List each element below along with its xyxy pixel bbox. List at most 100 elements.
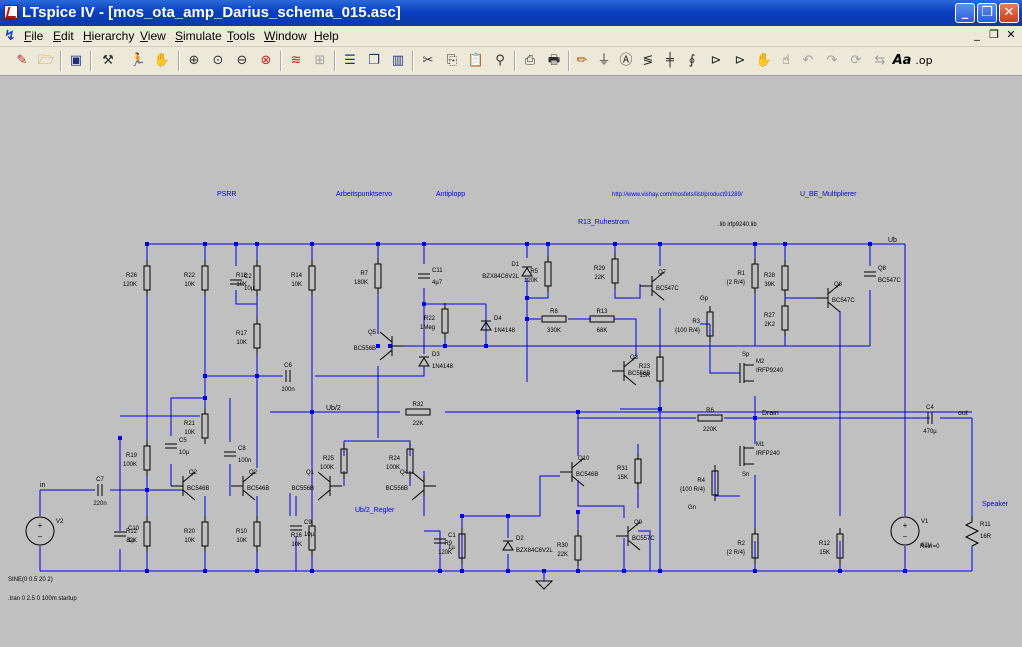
r22[interactable] bbox=[201, 265, 209, 291]
move-icon[interactable]: ✋ bbox=[755, 53, 773, 68]
document-system-icon[interactable]: ↯ bbox=[4, 28, 16, 44]
diode-icon[interactable]: ⊳ bbox=[710, 53, 722, 68]
d1[interactable] bbox=[521, 267, 533, 277]
minimize-button[interactable]: _ bbox=[955, 3, 975, 23]
r26[interactable] bbox=[143, 265, 151, 291]
r22-1meg[interactable] bbox=[441, 308, 449, 334]
c5-value: 10µ bbox=[179, 450, 190, 456]
r20[interactable] bbox=[201, 521, 209, 547]
ground-symbol[interactable] bbox=[534, 580, 554, 590]
r19[interactable] bbox=[143, 445, 151, 471]
r12-ref: R12 bbox=[126, 529, 138, 535]
tile-vertical-icon[interactable]: ▥ bbox=[391, 53, 405, 68]
autorange-icon[interactable]: ≋ bbox=[290, 53, 302, 68]
component-icon[interactable]: ⊳ bbox=[734, 53, 746, 68]
zoom-out-fit-icon[interactable]: ⊙ bbox=[212, 53, 224, 68]
cut-icon[interactable]: ✂ bbox=[422, 53, 434, 68]
print-setup-icon[interactable]: ⎙ bbox=[524, 53, 536, 68]
d3[interactable] bbox=[418, 357, 430, 367]
ltspice-app-icon[interactable] bbox=[4, 5, 18, 19]
r30[interactable] bbox=[574, 535, 582, 561]
ground-icon[interactable]: ⏚ bbox=[597, 53, 611, 68]
r5[interactable] bbox=[544, 261, 552, 287]
menu-file[interactable]: File bbox=[24, 29, 44, 43]
menu-help[interactable]: Help bbox=[314, 29, 339, 43]
r29[interactable] bbox=[611, 258, 619, 284]
resistor-icon[interactable]: ≶ bbox=[642, 53, 654, 68]
mirror-icon[interactable]: ⇆ bbox=[874, 53, 886, 68]
copy-icon[interactable]: ⎘ bbox=[446, 53, 458, 68]
print-icon[interactable]: 🖶 bbox=[547, 53, 561, 68]
fit-icon[interactable]: ⊞ bbox=[314, 53, 326, 68]
r27[interactable] bbox=[781, 305, 789, 331]
undo-icon[interactable]: ↶ bbox=[802, 53, 814, 68]
d2[interactable] bbox=[502, 541, 514, 551]
c6-ref: C6 bbox=[284, 363, 292, 369]
r23-ref: R23 bbox=[639, 364, 651, 370]
menu-simulate[interactable]: Simulate bbox=[175, 29, 222, 43]
text-icon[interactable]: Aa bbox=[892, 53, 912, 68]
r20-ref: R20 bbox=[184, 529, 196, 535]
r12[interactable] bbox=[143, 521, 151, 547]
mdi-minimize-button[interactable]: _ bbox=[974, 28, 980, 41]
open-icon[interactable]: 🗁 bbox=[37, 53, 55, 68]
title-bar[interactable]: LTspice IV - [mos_ota_amp_Darius_schema_… bbox=[0, 0, 1022, 26]
r7[interactable] bbox=[374, 263, 382, 289]
menu-window[interactable]: Window bbox=[264, 29, 307, 43]
mdi-restore-button[interactable]: ❐ bbox=[989, 28, 999, 41]
r11[interactable] bbox=[964, 516, 980, 547]
capacitor-icon[interactable]: ╪ bbox=[666, 53, 674, 68]
zoom-in-icon[interactable]: ⊕ bbox=[188, 53, 200, 68]
r27-value: 2K2 bbox=[764, 322, 775, 328]
v1[interactable] bbox=[890, 516, 920, 546]
control-panel-icon[interactable]: ⚒ bbox=[102, 53, 114, 68]
tile-horizontal-icon[interactable]: ☰ bbox=[344, 53, 356, 68]
schematic-drawing[interactable]: R26120KR2210KR1810KR1710KR1410KR7180KR22… bbox=[0, 76, 1022, 642]
r18[interactable] bbox=[253, 265, 261, 291]
r16[interactable] bbox=[308, 525, 316, 551]
r13[interactable] bbox=[589, 315, 615, 323]
menu-bar: ↯ File Edit Hierarchy View Simulate Tool… bbox=[0, 26, 1022, 47]
wire-icon[interactable]: ✏ bbox=[576, 53, 588, 68]
r6[interactable] bbox=[697, 414, 723, 422]
maximize-button[interactable]: ❐ bbox=[977, 3, 997, 23]
r21[interactable] bbox=[201, 413, 209, 439]
r1[interactable] bbox=[751, 263, 759, 289]
mdi-close-button[interactable]: ✕ bbox=[1006, 28, 1016, 41]
label-icon[interactable]: Ⓐ bbox=[619, 53, 633, 68]
r8[interactable] bbox=[541, 315, 567, 323]
spice-directive-icon[interactable]: .op bbox=[915, 54, 933, 67]
zoom-cancel-icon[interactable]: ⊗ bbox=[260, 53, 272, 68]
menu-view[interactable]: View bbox=[140, 29, 166, 43]
r14[interactable] bbox=[308, 265, 316, 291]
menu-edit[interactable]: Edit bbox=[53, 29, 74, 43]
menu-hierarchy[interactable]: Hierarchy bbox=[83, 29, 135, 43]
run-icon[interactable]: 🏃 bbox=[129, 53, 147, 68]
q7-value: BC547C bbox=[656, 286, 679, 292]
r17[interactable] bbox=[253, 323, 261, 349]
halt-icon[interactable]: ✋ bbox=[153, 53, 171, 68]
paste-icon[interactable]: 📋 bbox=[467, 53, 485, 68]
r28[interactable] bbox=[781, 265, 789, 291]
r31[interactable] bbox=[634, 458, 642, 484]
d4[interactable] bbox=[480, 321, 492, 331]
close-button[interactable]: ✕ bbox=[999, 3, 1019, 23]
redo-icon[interactable]: ↷ bbox=[826, 53, 838, 68]
save-icon[interactable]: ▣ bbox=[69, 53, 83, 68]
v1-ref: V1 bbox=[921, 519, 929, 525]
r23[interactable] bbox=[656, 356, 664, 382]
find-icon[interactable]: ⚲ bbox=[495, 53, 505, 68]
cascade-icon[interactable]: ❐ bbox=[368, 53, 380, 68]
v2[interactable] bbox=[25, 516, 55, 546]
zoom-out-icon[interactable]: ⊖ bbox=[236, 53, 248, 68]
c5-ref: C5 bbox=[179, 438, 187, 444]
drag-icon[interactable]: ☝ bbox=[782, 53, 790, 68]
schematic-icon[interactable]: ✎ bbox=[16, 53, 28, 68]
r32[interactable] bbox=[405, 408, 431, 416]
inductor-icon[interactable]: ∮ bbox=[688, 53, 696, 68]
c2-value: 10µ bbox=[244, 286, 255, 292]
rotate-icon[interactable]: ⟳ bbox=[850, 53, 862, 68]
menu-tools[interactable]: Tools bbox=[227, 29, 256, 43]
r10[interactable] bbox=[253, 521, 261, 547]
